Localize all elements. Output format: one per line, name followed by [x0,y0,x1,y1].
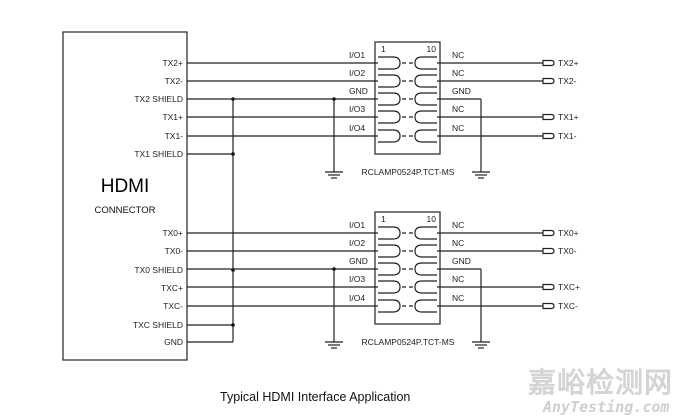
pin-label-tx2-shield: TX2 SHIELD [134,94,183,104]
pad-left [378,110,401,124]
pad-left [378,74,401,88]
pin-10-number: 10 [427,44,437,54]
chip-left-pin-label: GND [349,86,368,96]
pin-1-number: 1 [381,214,386,224]
output-signal-label: TXC- [558,301,578,311]
chip-left-pin-label: I/O2 [349,68,365,78]
diagram-caption: Typical HDMI Interface Application [220,390,410,404]
chip-right-pin-label: NC [452,50,464,60]
pin-label-tx1n: TX1- [165,131,184,141]
chip-left-pin-label: I/O2 [349,238,365,248]
pin-label-tx2p: TX2+ [162,58,183,68]
pin-1-number: 1 [381,44,386,54]
pad-right [414,56,437,70]
chip-left-pin-label: I/O3 [349,274,365,284]
pad-right [414,244,437,258]
pad-right [414,299,437,313]
chip-right-pin-label: NC [452,220,464,230]
pad-left [378,244,401,258]
output-signal-label: TX1- [558,131,577,141]
pad-right [414,129,437,143]
output-signal-label: TX0+ [558,228,579,238]
pad-left [378,262,401,276]
pad-left [378,299,401,313]
terminal-icon [542,77,555,85]
pin-label-gnd: GND [164,337,183,347]
pad-left [378,280,401,294]
chip-right-pin-label: NC [452,293,464,303]
pad-left [378,226,401,240]
chip-right-pin-label: NC [452,68,464,78]
chip-right-pin-label: NC [452,104,464,114]
terminal-icon [542,59,555,67]
connector-pin-labels: TX2+ TX2- TX2 SHIELD TX1+ TX1- TX1 SHIEL… [133,58,183,347]
chip-right-pin-label: GND [452,86,471,96]
chip-left-pin-label: GND [349,256,368,266]
pin-label-tx1p: TX1+ [162,112,183,122]
terminal-icon [542,113,555,121]
ground-icon [325,341,343,349]
junction-dot [231,152,235,156]
pin-label-tx0p: TX0+ [162,228,183,238]
terminal-icon [542,283,555,291]
terminal-icon [542,132,555,140]
pin-label-txcn: TXC- [163,301,183,311]
output-signal-label: TX2- [558,76,577,86]
chip-right-pin-label: NC [452,274,464,284]
output-signal-label: TXC+ [558,282,580,292]
pad-right [414,262,437,276]
hdmi-connector-box [62,31,188,361]
terminal-icon [542,302,555,310]
pin-10-number: 10 [427,214,437,224]
pin-label-tx1-shield: TX1 SHIELD [134,149,183,159]
chip-left-pin-label: I/O3 [349,104,365,114]
output-signal-label: TX2+ [558,58,579,68]
pin-label-txcp: TXC+ [161,283,183,293]
chip-right-pin-label: NC [452,123,464,133]
pad-right [414,280,437,294]
chip-right-pin-label: NC [452,238,464,248]
chip-left-pin-label: I/O4 [349,123,365,133]
chip-part-number: RCLAMP0524P.TCT-MS [362,337,455,347]
pin-label-tx2n: TX2- [165,76,184,86]
chip-part-number: RCLAMP0524P.TCT-MS [362,167,455,177]
shield-bus [187,97,235,343]
pad-left [378,56,401,70]
chip-body [374,41,441,155]
terminal-icon [542,229,555,237]
pin-label-txc-shield: TXC SHIELD [133,320,183,330]
pad-right [414,110,437,124]
watermark-chinese: 嘉峪检测网 [528,366,673,399]
connector-subtitle: CONNECTOR [94,205,155,216]
pin-label-tx0-shield: TX0 SHIELD [134,265,183,275]
connector-title: HDMI [101,176,150,197]
watermark-url: AnyTesting.com [542,398,669,416]
pad-left [378,92,401,106]
output-signal-label: TX0- [558,246,577,256]
output-signal-label: TX1+ [558,112,579,122]
pad-right [414,74,437,88]
chip-left-pin-label: I/O1 [349,220,365,230]
terminal-icon [542,247,555,255]
pad-right [414,92,437,106]
ground-icon [325,171,343,179]
pad-right [414,226,437,240]
chip-left-pin-label: I/O4 [349,293,365,303]
ground-icon [472,341,490,349]
ground-icon [472,171,490,179]
chip-left-pin-label: I/O1 [349,50,365,60]
chip-body [374,211,441,325]
pin-label-tx0n: TX0- [165,246,184,256]
junction-dot [231,323,235,327]
chip-right-pin-label: GND [452,256,471,266]
pad-left [378,129,401,143]
